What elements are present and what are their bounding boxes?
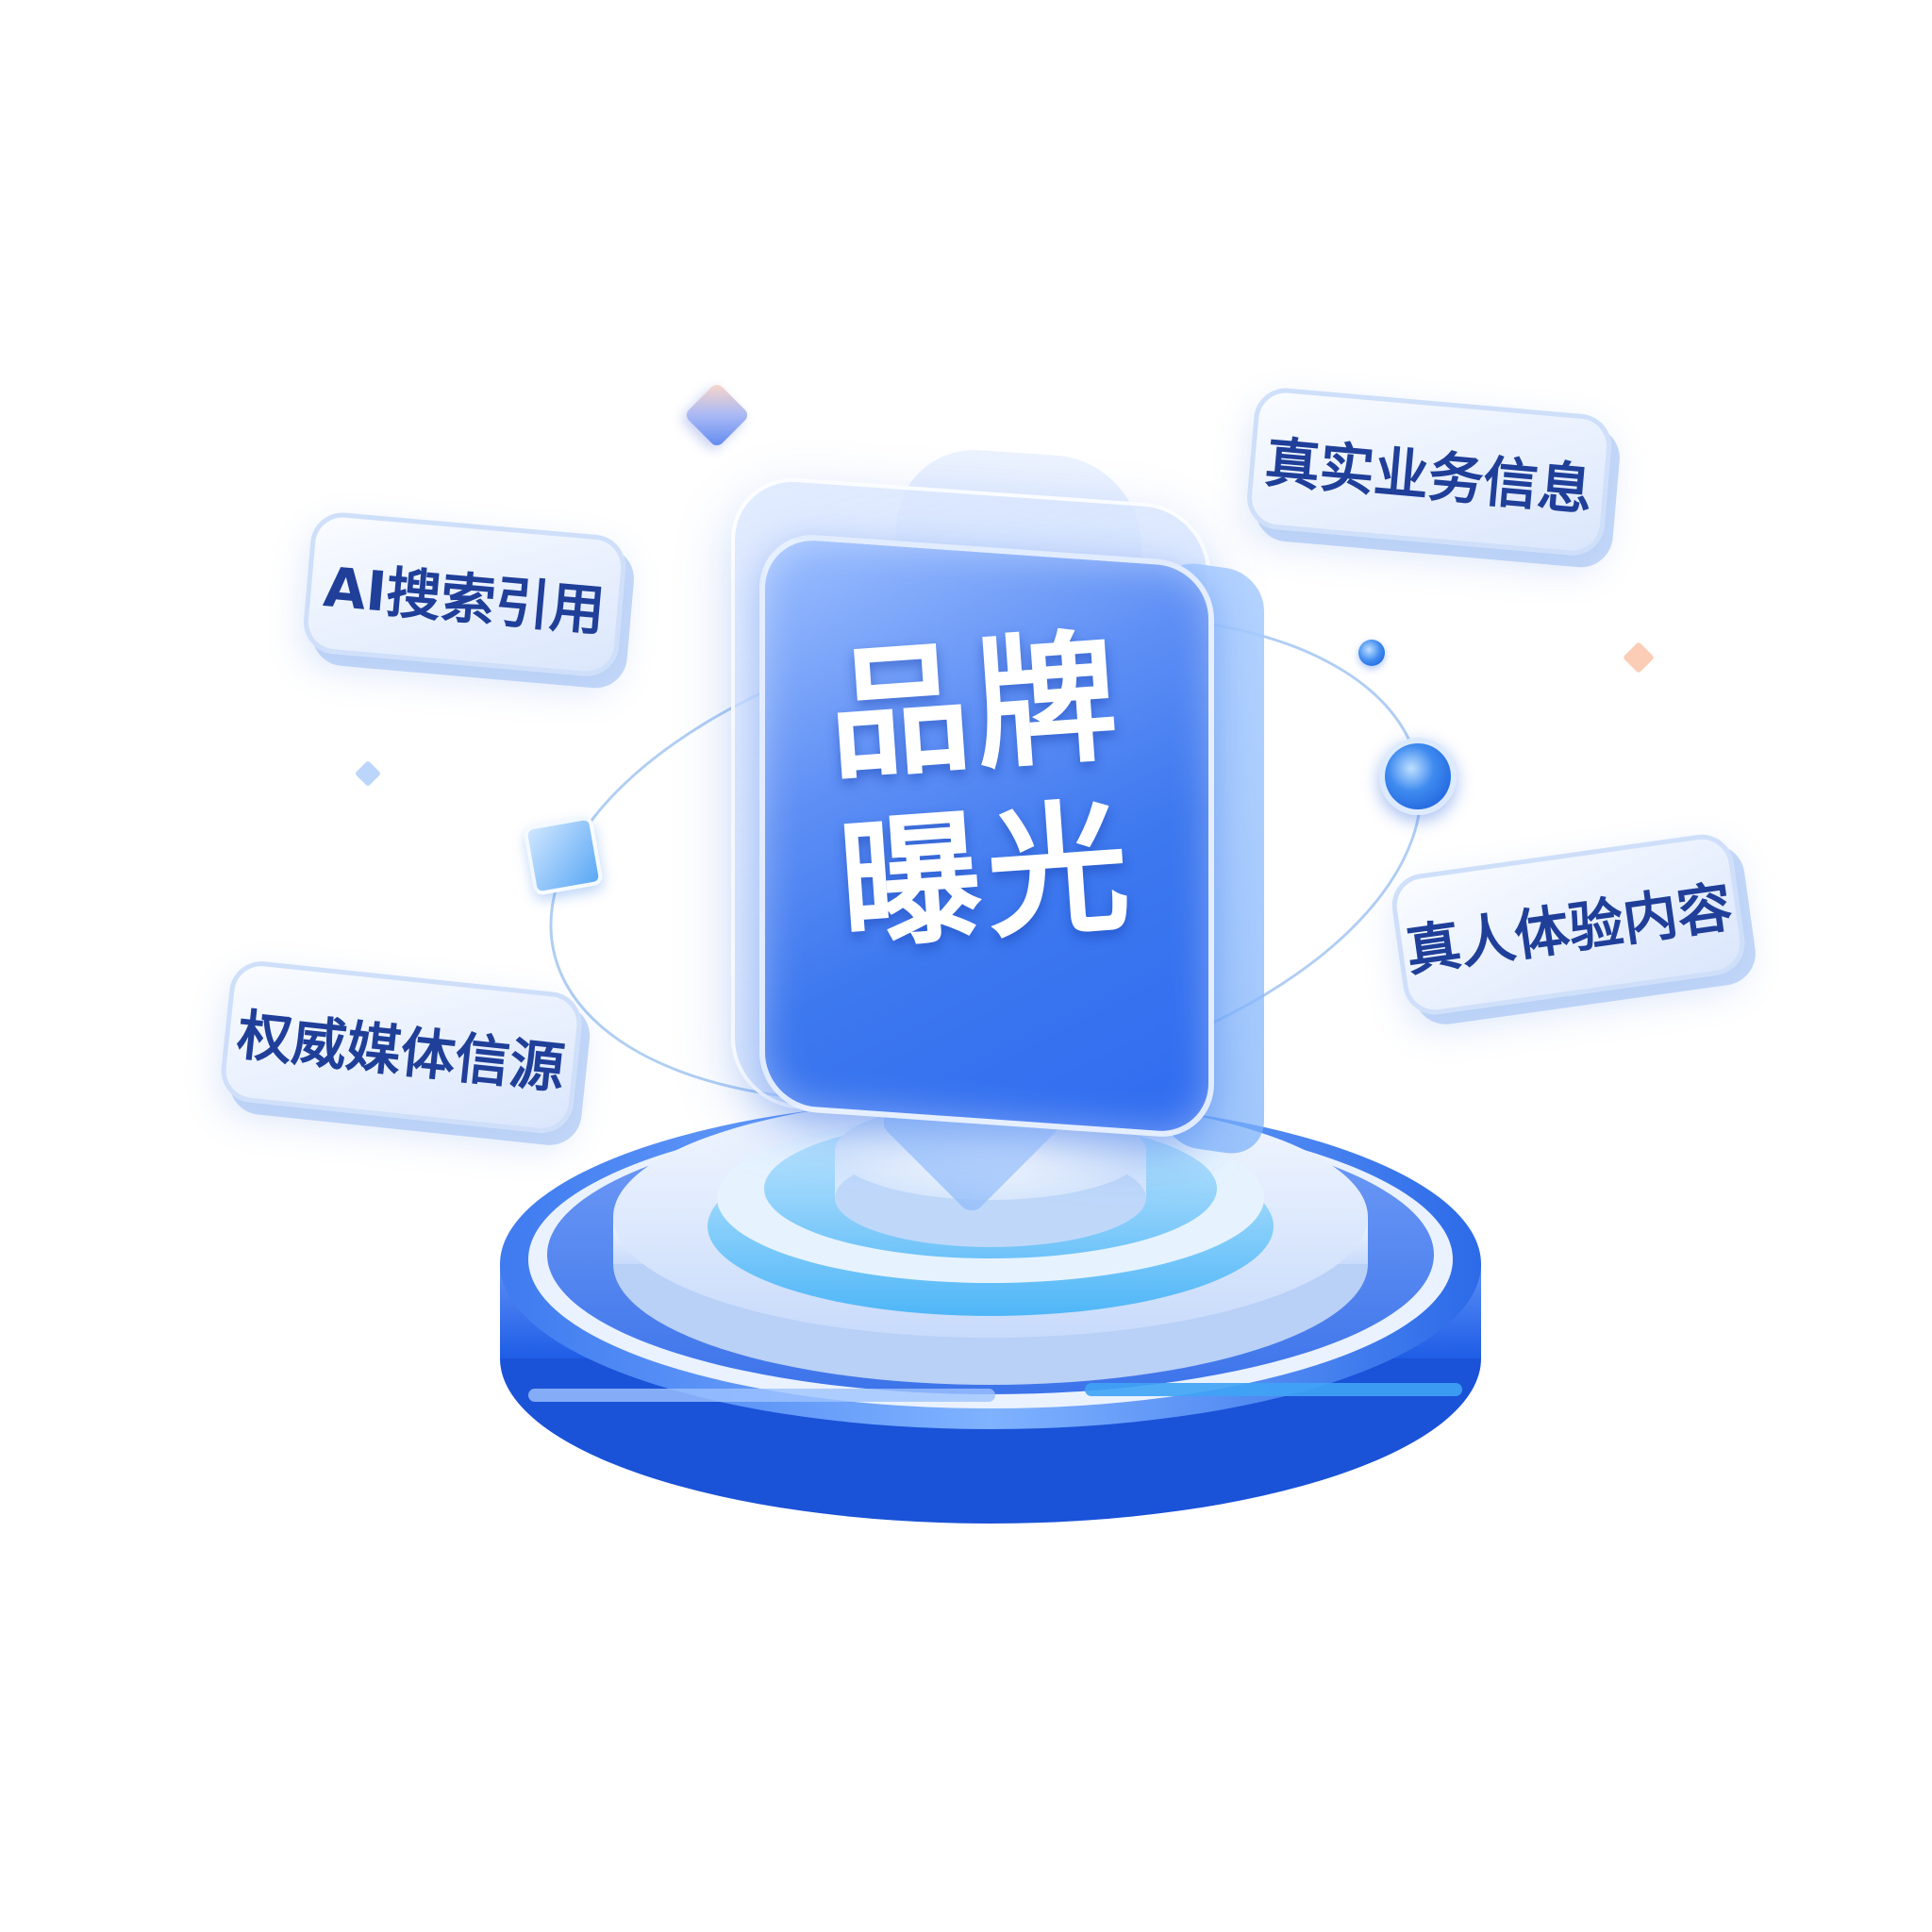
cube-icon — [523, 815, 604, 896]
badge-title-line-1: 品牌 — [823, 615, 1128, 800]
tag-real-business-label: 真实业务信息 — [1262, 429, 1595, 524]
tag-authority-media-label: 权威媒体信源 — [234, 1002, 568, 1101]
tag-real-experience-label: 真人体验内容 — [1402, 874, 1737, 984]
tag-ai-search: AI搜索引用 — [301, 509, 628, 679]
orb-icon — [1379, 738, 1457, 815]
orb-icon — [1358, 640, 1385, 666]
badge-title: 品牌 曝光 — [772, 609, 1191, 975]
badge-title-line-2: 曝光 — [834, 785, 1140, 970]
tag-ai-search-label: AI搜索引用 — [321, 555, 608, 643]
